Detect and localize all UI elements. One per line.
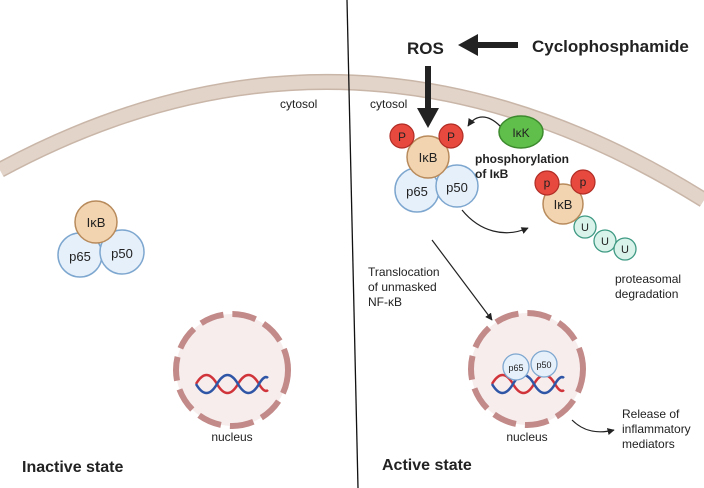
ubiquitin-2 [593,229,617,253]
ikk-kinase: IκK [498,115,544,149]
phosphate-group-left [389,123,415,149]
to-degradation-arrow [461,209,529,234]
phosphate-label-right: P [447,130,455,144]
cytosol-label-right: cytosol [370,97,407,111]
cytosol-label-left: cytosol [280,97,317,111]
phosphate-label-right: p [580,175,587,189]
phosphorylation-label-line1: phosphorylation [475,152,569,166]
phosphate-group-right [438,123,464,149]
dna-strand-blue [194,373,269,395]
translocation-label-line3: NF-κB [368,295,402,309]
translocation-label-line2: of unmasked [368,280,437,294]
nucleus-label-left: nucleus [211,430,252,444]
ubiquitin-label-3: U [621,244,629,256]
p50-subunit [435,164,479,208]
ikb-label: IκB [554,197,573,212]
release-label-line1: Release of [622,407,680,421]
ikb-label: IκB [419,150,438,165]
drug-to-ros-arrow [458,34,518,56]
phosphate-group-right [570,169,596,195]
inactive-state-label: Inactive state [22,459,123,476]
p50-label: p50 [111,246,133,261]
release-arrow [571,419,615,436]
p65-label: p65 [406,184,428,199]
ikk-label: IκK [512,126,529,140]
cell-membrane [0,75,704,206]
nucleus-left [173,311,291,429]
ikb-label: IκB [87,215,106,230]
nuclear-envelope [173,311,291,429]
nfkb-complex-inactive: IκB p65 p50 [57,200,145,278]
phosphorylation-label-line2: of IκB [475,167,509,181]
release-label-line3: mediators [622,437,675,451]
ikk-to-phospho-arrow [467,116,501,127]
translocation-arrow [431,239,493,321]
dna-strand-blue [490,373,565,395]
p65-subunit [502,353,530,381]
phosphate-label-left: p [544,176,551,190]
ubiquitin-label-2: U [601,236,609,248]
cyclophosphamide-label: Cyclophosphamide [532,37,689,56]
p65-label: p65 [69,249,91,264]
ubiquitinated-ikb: p p IκB U U U [534,169,637,261]
p50-subunit [99,229,145,275]
ros-to-complex-arrow [417,66,439,128]
proteasomal-label-line1: proteasomal [615,272,681,286]
phosphate-label-left: P [398,130,406,144]
proteasomal-label-line2: degradation [615,287,678,301]
p50-label: p50 [446,180,468,195]
phosphate-group-left [534,170,560,196]
ubiquitin-3 [613,237,637,261]
ubiquitin-label-1: U [581,222,589,234]
p65-label: p65 [508,363,523,373]
p50-subunit [530,350,558,378]
ubiquitin-1 [573,215,597,239]
panel-divider [346,0,359,488]
ros-label: ROS [407,39,444,58]
nfkb-complex-phosphorylated: P P IκB p65 p50 [389,123,479,213]
nucleus-label-right: nucleus [506,430,547,444]
ikb-protein [406,135,450,179]
p50-label: p50 [536,360,551,370]
active-state-label: Active state [382,457,472,474]
ikb-protein [74,200,118,244]
release-label-line2: inflammatory [622,422,691,436]
translocation-label-line1: Translocation [368,265,440,279]
nucleus-right: p65 p50 [468,310,586,428]
